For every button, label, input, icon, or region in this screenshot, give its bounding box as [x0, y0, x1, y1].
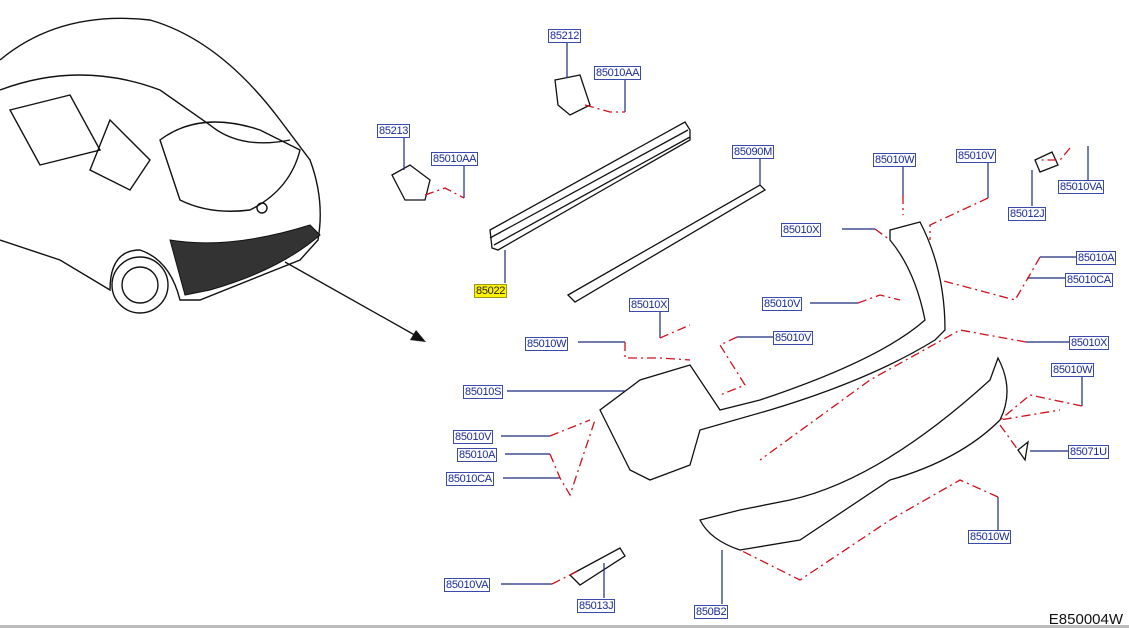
part-label-85010AA[interactable]: 85010AA	[594, 66, 642, 80]
part-label-85022-highlighted[interactable]: 85022	[474, 284, 508, 298]
diagram-code: E850004W	[1048, 611, 1123, 628]
part-label-85090M[interactable]: 85090M	[732, 145, 774, 159]
leader-lines	[403, 42, 1089, 604]
part-outlines	[391, 74, 1059, 586]
part-label-85010CA[interactable]: 85010CA	[446, 472, 494, 486]
part-label-85010VA[interactable]: 85010VA	[1058, 180, 1105, 194]
arrow-line	[284, 261, 421, 339]
part-label-85010V[interactable]: 85010V	[453, 430, 494, 444]
part-label-85212[interactable]: 85212	[548, 29, 582, 43]
part-label-85010W[interactable]: 85010W	[968, 530, 1012, 544]
vehicle-outline	[0, 17, 321, 314]
part-label-85071U[interactable]: 85071U	[1068, 445, 1109, 459]
part-label-85010W[interactable]: 85010W	[1051, 363, 1095, 377]
part-label-85010AA[interactable]: 85010AA	[431, 152, 479, 166]
part-label-85213[interactable]: 85213	[377, 124, 411, 138]
part-label-85010S[interactable]: 85010S	[463, 385, 504, 399]
part-label-85010V[interactable]: 85010V	[762, 297, 803, 311]
part-label-85010V[interactable]: 85010V	[773, 331, 814, 345]
arrow-head	[410, 330, 426, 342]
part-label-850B2[interactable]: 850B2	[694, 605, 729, 619]
part-label-85010V[interactable]: 85010V	[956, 149, 997, 163]
part-label-85010W[interactable]: 85010W	[525, 337, 569, 351]
bottom-divider	[0, 625, 1129, 628]
part-label-85010A[interactable]: 85010A	[457, 448, 498, 462]
part-label-85010W[interactable]: 85010W	[873, 153, 917, 167]
part-label-85010X[interactable]: 85010X	[781, 223, 822, 237]
part-label-85010A[interactable]: 85010A	[1076, 251, 1117, 265]
part-label-85012J[interactable]: 85012J	[1008, 207, 1047, 221]
part-label-85010VA[interactable]: 85010VA	[444, 578, 491, 592]
part-label-85010X[interactable]: 85010X	[629, 298, 670, 312]
part-label-85010X[interactable]: 85010X	[1069, 336, 1110, 350]
part-label-85013J[interactable]: 85013J	[577, 599, 616, 613]
part-label-85010CA[interactable]: 85010CA	[1065, 273, 1113, 287]
assembly-dashed-lines	[424, 104, 1083, 585]
